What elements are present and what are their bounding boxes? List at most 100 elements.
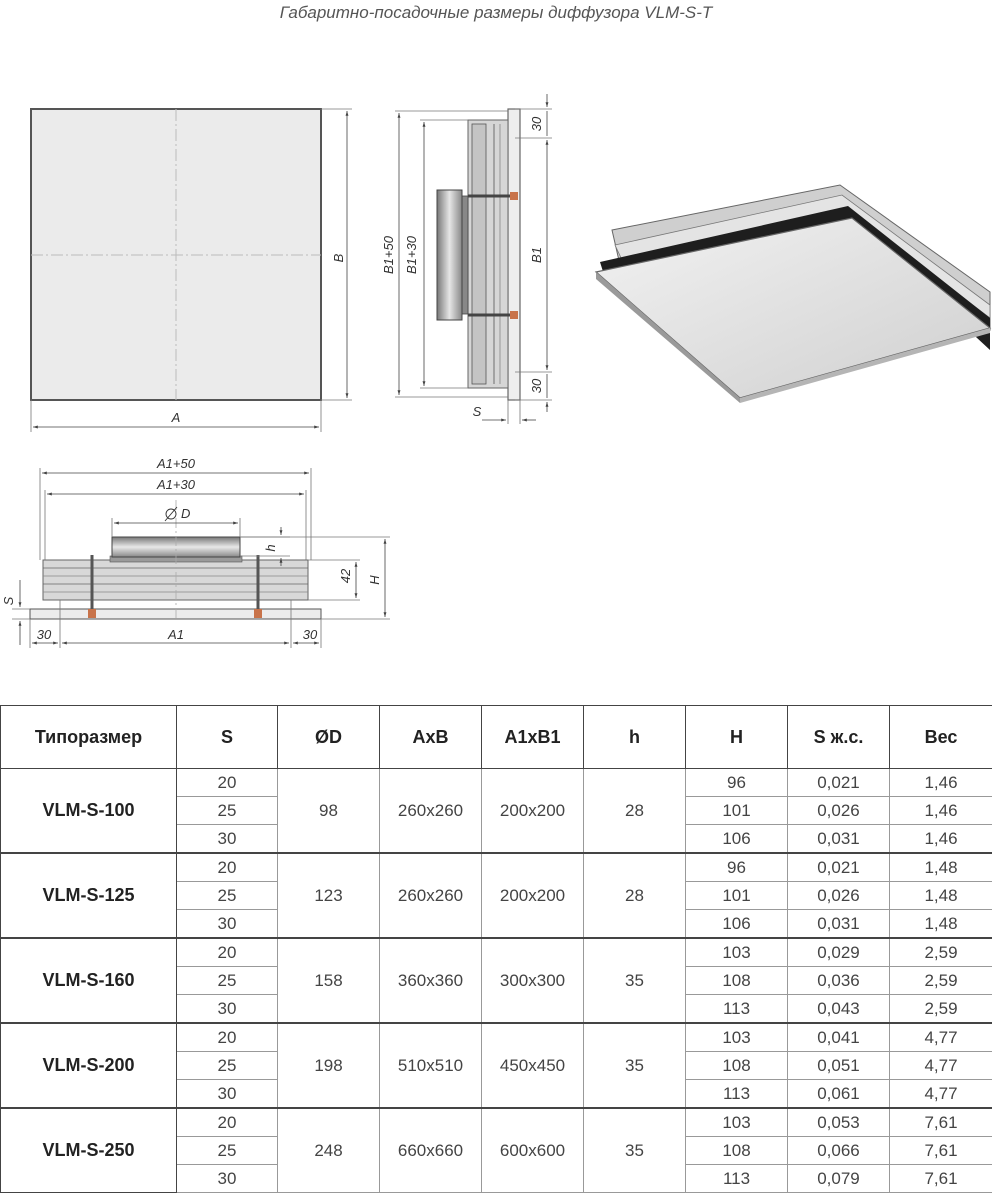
cell-weight: 7,61 xyxy=(889,1164,992,1193)
cell-axb: 510x510 xyxy=(379,1022,482,1109)
cell-s: 25 xyxy=(176,796,278,825)
cell-a1xb1: 300x300 xyxy=(481,937,584,1024)
cell-weight: 1,48 xyxy=(889,909,992,939)
cell-axb: 660x660 xyxy=(379,1107,482,1193)
cell-free-area: 0,053 xyxy=(787,1107,890,1137)
cell-weight: 4,77 xyxy=(889,1022,992,1052)
cell-diameter: 248 xyxy=(277,1107,380,1193)
dim-d-label: D xyxy=(181,506,190,521)
dim-b1-label: B1 xyxy=(529,247,544,263)
cell-model: VLM-S-250 xyxy=(0,1107,177,1193)
section-view: A1+50 A1+30 D h 42 H S 30 xyxy=(1,456,390,648)
dim-a1p30-label: A1+30 xyxy=(156,477,196,492)
header-free-area: S ж.с. xyxy=(787,705,890,769)
cell-s: 20 xyxy=(176,768,278,797)
cell-h-small: 35 xyxy=(583,1107,686,1193)
cell-diameter: 198 xyxy=(277,1022,380,1109)
cell-h-large: 113 xyxy=(685,994,788,1024)
cell-free-area: 0,021 xyxy=(787,852,890,882)
side-view: 30 B1 30 B1+50 B1+30 S xyxy=(381,94,552,424)
dim-30-bottom: 30 xyxy=(529,378,544,393)
cell-model: VLM-S-200 xyxy=(0,1022,177,1109)
cell-s: 25 xyxy=(176,881,278,910)
table-header-row: Типоразмер S ØD AxB A1xB1 h H S ж.с. Вес xyxy=(0,705,992,769)
dim-a1-label: A1 xyxy=(167,627,184,642)
dim-a-label: A xyxy=(171,410,181,425)
dim-h-large: H xyxy=(367,575,382,585)
cell-free-area: 0,061 xyxy=(787,1079,890,1109)
cell-a1xb1: 450x450 xyxy=(481,1022,584,1109)
cell-free-area: 0,066 xyxy=(787,1136,890,1165)
dim-b1p30-label: B1+30 xyxy=(404,235,419,274)
drawing-title: Габаритно-посадочные размеры диффузора V… xyxy=(279,3,713,22)
cell-s: 30 xyxy=(176,1164,278,1193)
cell-axb: 260x260 xyxy=(379,852,482,939)
cell-s: 25 xyxy=(176,1136,278,1165)
dim-s-bottom: S xyxy=(1,596,16,605)
cell-axb: 360x360 xyxy=(379,937,482,1024)
dim-a1p50-label: A1+50 xyxy=(156,456,196,471)
cell-model: VLM-S-125 xyxy=(0,852,177,939)
cell-h-large: 108 xyxy=(685,966,788,995)
cell-free-area: 0,026 xyxy=(787,796,890,825)
dim-30-top: 30 xyxy=(529,116,544,131)
cell-h-small: 35 xyxy=(583,937,686,1024)
cell-s: 20 xyxy=(176,1022,278,1052)
cell-h-large: 113 xyxy=(685,1164,788,1193)
cell-free-area: 0,029 xyxy=(787,937,890,967)
cell-s: 20 xyxy=(176,1107,278,1137)
cell-h-large: 96 xyxy=(685,852,788,882)
header-h-small: h xyxy=(583,705,686,769)
header-a1xb1: A1xB1 xyxy=(481,705,584,769)
cell-weight: 1,48 xyxy=(889,852,992,882)
cell-weight: 2,59 xyxy=(889,994,992,1024)
cell-a1xb1: 600x600 xyxy=(481,1107,584,1193)
dim-30-right: 30 xyxy=(303,627,318,642)
cell-s: 25 xyxy=(176,966,278,995)
cell-s: 30 xyxy=(176,1079,278,1109)
dim-h-small: h xyxy=(263,544,278,551)
cell-axb: 260x260 xyxy=(379,768,482,854)
cell-free-area: 0,036 xyxy=(787,966,890,995)
cell-weight: 1,46 xyxy=(889,824,992,854)
cell-weight: 7,61 xyxy=(889,1136,992,1165)
cell-s: 30 xyxy=(176,909,278,939)
header-diameter: ØD xyxy=(277,705,380,769)
header-s: S xyxy=(176,705,278,769)
cell-weight: 7,61 xyxy=(889,1107,992,1137)
cell-model: VLM-S-100 xyxy=(0,768,177,854)
cell-a1xb1: 200x200 xyxy=(481,852,584,939)
cell-h-large: 106 xyxy=(685,909,788,939)
cell-h-large: 103 xyxy=(685,937,788,967)
cell-h-large: 103 xyxy=(685,1107,788,1137)
cell-weight: 4,77 xyxy=(889,1079,992,1109)
cell-h-large: 106 xyxy=(685,824,788,854)
header-size: Типоразмер xyxy=(0,705,177,769)
cell-weight: 2,59 xyxy=(889,966,992,995)
cell-h-small: 35 xyxy=(583,1022,686,1109)
cell-diameter: 123 xyxy=(277,852,380,939)
cell-free-area: 0,041 xyxy=(787,1022,890,1052)
cell-model: VLM-S-160 xyxy=(0,937,177,1024)
cell-free-area: 0,043 xyxy=(787,994,890,1024)
cell-s: 20 xyxy=(176,852,278,882)
cell-free-area: 0,026 xyxy=(787,881,890,910)
cell-free-area: 0,051 xyxy=(787,1051,890,1080)
cell-h-large: 101 xyxy=(685,881,788,910)
cell-s: 25 xyxy=(176,1051,278,1080)
isometric-view xyxy=(594,184,992,403)
dim-b-label: B xyxy=(331,253,346,262)
header-h-large: H xyxy=(685,705,788,769)
spec-table: Типоразмер S ØD AxB A1xB1 h H S ж.с. Вес… xyxy=(0,705,992,1193)
dim-s-side: S xyxy=(473,404,482,419)
